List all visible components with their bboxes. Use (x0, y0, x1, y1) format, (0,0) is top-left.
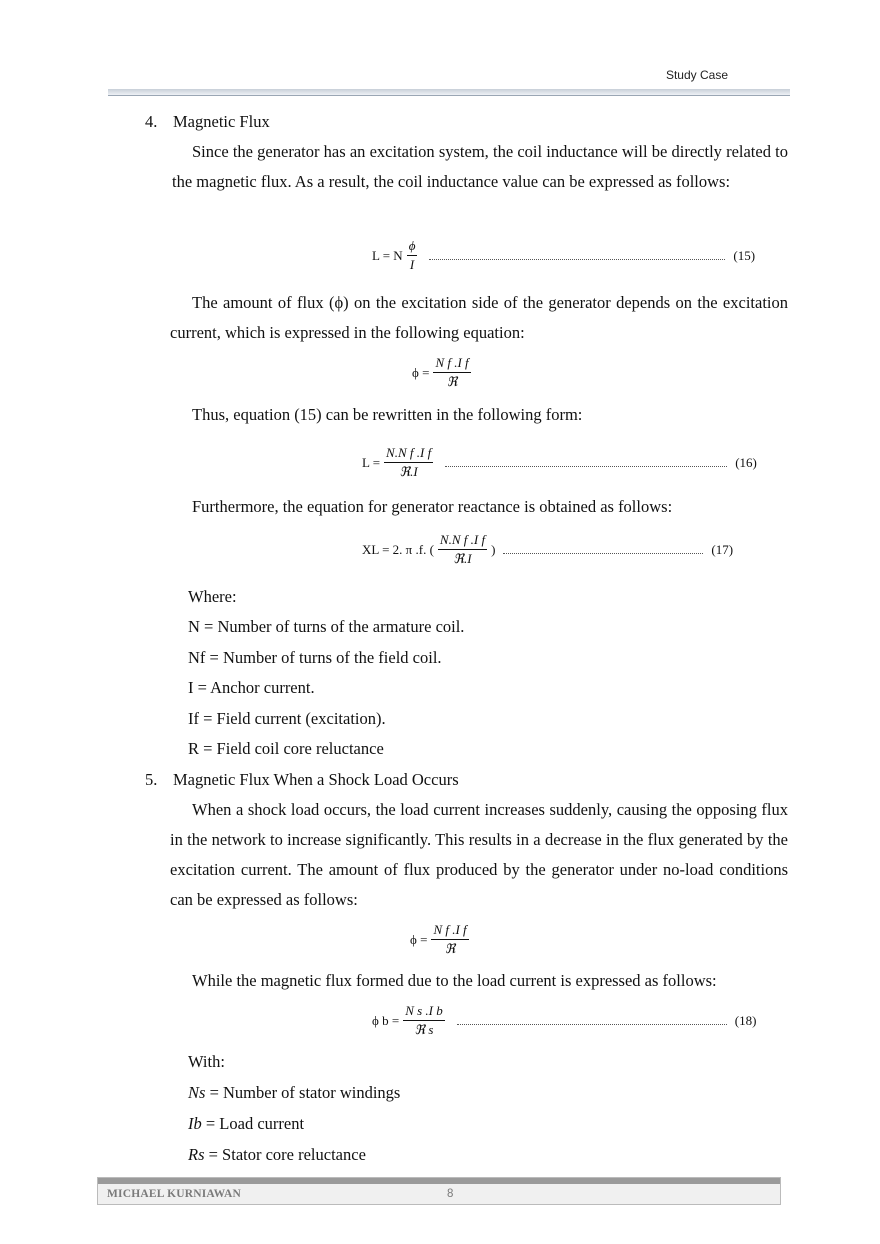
eq16-label: (16) (735, 454, 757, 470)
section-5-title: Magnetic Flux When a Shock Load Occurs (173, 770, 459, 789)
eq18-label: (18) (734, 1012, 757, 1028)
eq17-leader-dots (503, 553, 704, 554)
eq16-lhs: L = (362, 454, 381, 470)
definition-ns: Ns = Number of stator windings (188, 1078, 400, 1108)
eq-phi-denominator: ℜ (446, 374, 458, 389)
section-5-paragraph-1: When a shock load occurs, the load curre… (170, 800, 788, 909)
section-5-number: 5. (145, 770, 158, 789)
section-4-paragraph-3: Thus, equation (15) can be rewritten in … (192, 405, 583, 424)
definition-ns-text: = Number of stator windings (205, 1083, 401, 1102)
section-4-heading: 4. Magnetic Flux (145, 112, 270, 132)
definition-if: If = Field current (excitation). (188, 709, 386, 728)
eq15-leader-dots (429, 259, 726, 260)
with-label: With: (188, 1052, 225, 1071)
eq15-denominator: I (409, 257, 415, 272)
definition-rs-text: = Stator core reluctance (204, 1145, 366, 1164)
section-4-number: 4. (145, 112, 158, 131)
definition-ib-text: = Load current (201, 1114, 305, 1133)
footer-author: MICHAEL KURNIAWAN (107, 1188, 242, 1200)
header-rule (108, 89, 790, 96)
section-4-paragraph-4: Furthermore, the equation for generator … (192, 497, 673, 516)
eq17-close: ) (491, 541, 496, 557)
eq18-leader-dots (456, 1024, 727, 1025)
section-4-title: Magnetic Flux (173, 112, 270, 131)
eq18-lhs: ϕ b = (372, 1012, 400, 1028)
eq15-label: (15) (733, 247, 756, 263)
eq15-lhs: L = N (372, 247, 403, 263)
eq-phi2-denominator: ℜ (444, 941, 456, 956)
definition-ib: Ib = Load current (188, 1109, 304, 1139)
eq-phi-lhs: ϕ = (412, 364, 430, 380)
eq16-numerator: N.N f .I f (384, 445, 434, 463)
eq17-label: (17) (711, 541, 734, 557)
symbol-ns: Ns (188, 1083, 206, 1102)
page-number: 8 (447, 1188, 454, 1200)
symbol-ib: Ib (188, 1114, 202, 1133)
eq16-leader-dots (445, 466, 728, 467)
definition-r: R = Field coil core reluctance (188, 739, 384, 758)
definition-nf: Nf = Number of turns of the field coil. (188, 648, 442, 667)
where-label: Where: (188, 587, 237, 606)
eq-phi-numerator: N f .I f (433, 355, 471, 373)
symbol-rs: Rs (188, 1145, 205, 1164)
footer-bar (97, 1177, 781, 1205)
eq18-denominator: ℜ s (414, 1022, 434, 1037)
eq-phi2-numerator: N f .I f (431, 922, 469, 940)
eq16-denominator: ℜ.I (399, 464, 418, 479)
running-header: Study Case (665, 68, 728, 82)
eq15-numerator: ϕ (406, 238, 418, 256)
section-5-heading: 5. Magnetic Flux When a Shock Load Occurs (145, 770, 459, 790)
section-4-paragraph-2: The amount of flux (ϕ) on the excitation… (170, 293, 788, 342)
eq17-lhs: XL = 2. π .f. ( (362, 541, 434, 557)
definition-i: I = Anchor current. (188, 678, 315, 697)
definition-n: N = Number of turns of the armature coil… (188, 617, 465, 636)
eq-phi2-lhs: ϕ = (410, 931, 428, 947)
section-4-paragraph-1: Since the generator has an excitation sy… (172, 142, 788, 191)
section-5-paragraph-2: While the magnetic flux formed due to th… (192, 971, 717, 990)
eq17-denominator: ℜ.I (453, 551, 472, 566)
eq17-numerator: N.N f .I f (437, 532, 488, 550)
definition-rs: Rs = Stator core reluctance (188, 1140, 366, 1170)
eq18-numerator: N s .I b (403, 1003, 445, 1021)
